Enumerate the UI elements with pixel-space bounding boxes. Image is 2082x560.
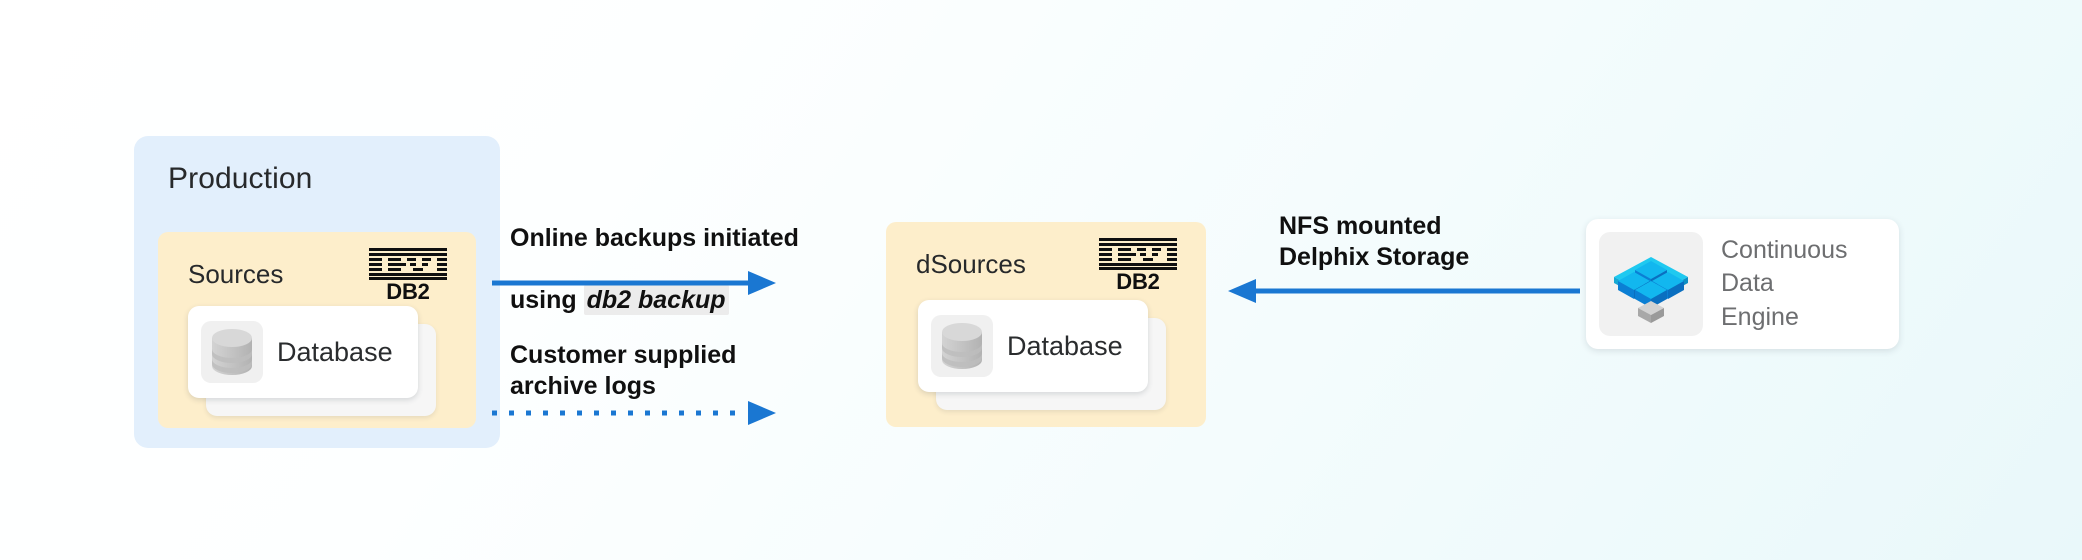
database-card[interactable]: Database [918,300,1148,392]
ibm-wordmark-icon [1099,238,1177,270]
database-cylinder-icon [931,315,993,377]
dsources-label: dSources [916,249,1026,279]
db2-product-label: DB2 [1116,269,1160,294]
backup-arrow [492,270,776,296]
nfs-arrow [1228,278,1580,304]
db2-product-label: DB2 [386,279,430,304]
production-title: Production [168,162,313,195]
arrow-right-dotted-icon [492,401,776,425]
sources-group: Sources [158,232,476,428]
sources-label: Sources [188,259,284,289]
ibm-db2-logo-target: DB2 [1096,238,1180,293]
database-cylinder-icon [201,321,263,383]
archive-arrow [492,400,776,426]
backup-label-line2: using db2 backup [510,285,799,316]
ibm-db2-logo: DB2 [366,248,450,303]
engine-title: Continuous Data Engine [1721,236,1848,331]
continuous-data-engine-panel[interactable]: Continuous Data Engine [1586,219,1899,349]
backup-label-line1: Online backups initiated [510,224,799,252]
database-card-title: Database [277,336,393,367]
nfs-connector-label: NFS mounted Delphix Storage [1279,212,1470,271]
arrow-left-solid-icon [1228,279,1580,303]
backup-connector-label: Online backups initiated using db2 backu… [510,192,799,347]
backup-label-prefix: using [510,286,584,314]
arrow-right-solid-icon [492,271,776,295]
ibm-wordmark-icon [369,248,447,280]
db2-backup-command: db2 backup [583,285,729,315]
database-card[interactable]: Database [188,306,418,398]
delphix-engine-blocks-icon [1599,232,1703,336]
dsources-group: dSources [886,222,1206,427]
archive-connector-label: Customer supplied archive logs [510,341,737,400]
database-card-title: Database [1007,330,1123,361]
